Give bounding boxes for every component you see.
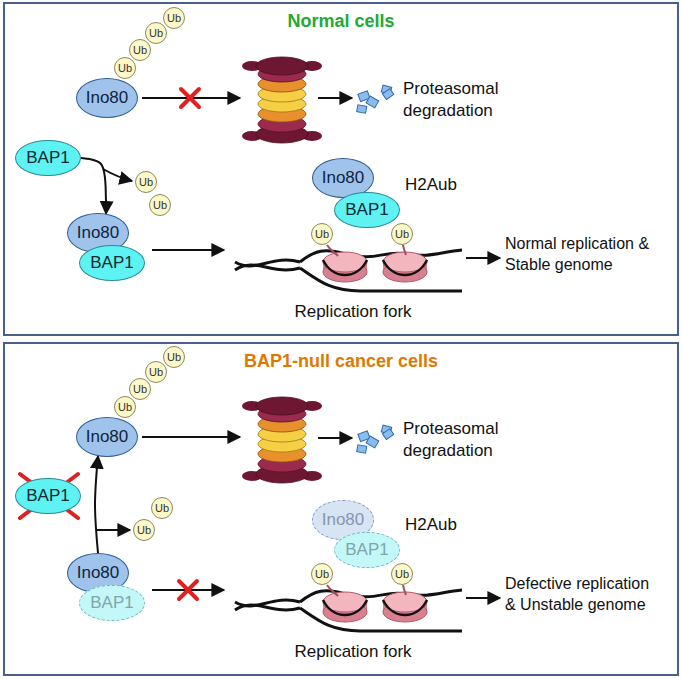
ubiquitin: Ub xyxy=(133,519,155,541)
protein-name: Ub xyxy=(395,228,409,240)
protein-name: Ub xyxy=(139,176,153,188)
arrows xyxy=(97,98,500,598)
arrow xyxy=(142,436,240,438)
annotation-label: Proteasomal degradation xyxy=(403,78,521,122)
ubiquitin: Ub xyxy=(163,346,185,368)
ino80-protein: Ino80 xyxy=(76,417,138,457)
arrow xyxy=(318,97,352,99)
arrow xyxy=(466,257,500,259)
protein-name: BAP1 xyxy=(26,149,69,168)
protein-name: Ub xyxy=(118,401,132,413)
ubiquitin: Ub xyxy=(151,497,173,519)
arrow xyxy=(466,597,500,599)
ubiquitin: Ub xyxy=(391,223,413,245)
protein-name: Ub xyxy=(118,62,132,74)
peptide-fragments xyxy=(357,85,394,113)
panel: BAP1-null cancer cellsIno80UbUbUbUbBAP1U… xyxy=(3,342,679,676)
protein-name: Ino80 xyxy=(77,224,120,243)
ubiquitin: Ub xyxy=(163,7,185,29)
bap1-protein: BAP1 xyxy=(15,478,81,514)
protein-name: Ino80 xyxy=(322,169,365,188)
peptide-fragments xyxy=(357,425,394,453)
ubiquitin: Ub xyxy=(145,361,167,383)
arrow xyxy=(152,249,224,251)
panel: Normal cellsIno80UbUbUbUbBAP1UbUbIno80BA… xyxy=(3,2,679,336)
protein-name: Ino80 xyxy=(322,511,365,530)
ino80-protein: Ino80 xyxy=(76,78,138,118)
bap1-protein: BAP1 xyxy=(15,140,81,176)
replication-fork xyxy=(235,245,462,291)
protein-name: BAP1 xyxy=(90,254,133,273)
annotation-label: Replication fork xyxy=(294,301,411,323)
protein-name: Ub xyxy=(149,366,163,378)
protein-name: BAP1 xyxy=(26,487,69,506)
ubiquitin: Ub xyxy=(149,194,171,216)
protein-name: Ino80 xyxy=(77,564,120,583)
ubiquitin: Ub xyxy=(114,396,136,418)
proteasome xyxy=(242,397,322,483)
protein-name: Ub xyxy=(153,199,167,211)
ubiquitin: Ub xyxy=(129,378,151,400)
proteasome xyxy=(242,57,322,143)
protein-name: Ub xyxy=(315,228,329,240)
protein-name: BAP1 xyxy=(345,201,388,220)
panel-title: BAP1-null cancer cells xyxy=(244,352,438,372)
protein-name: Ub xyxy=(395,568,409,580)
block-mark xyxy=(20,89,199,599)
arrow xyxy=(318,437,352,439)
ubiquitin: Ub xyxy=(135,171,157,193)
protein-name: Ub xyxy=(167,351,181,363)
annotation-label: H2Aub xyxy=(405,174,457,196)
arrow xyxy=(97,529,130,531)
process-arrow xyxy=(81,158,106,214)
protein-name: Ub xyxy=(149,27,163,39)
annotation-label: H2Aub xyxy=(405,514,457,536)
ubiquitin: Ub xyxy=(311,563,333,585)
ubiquitin: Ub xyxy=(145,22,167,44)
ubiquitin: Ub xyxy=(311,223,333,245)
replication-fork xyxy=(235,585,462,631)
annotation-label: Proteasomal degradation xyxy=(403,418,521,462)
bap1-protein-absent: BAP1 xyxy=(334,532,400,568)
bap1-protein: BAP1 xyxy=(79,245,145,281)
bap1-protein: BAP1 xyxy=(334,192,400,228)
annotation-label: Defective replication & Unstable genome xyxy=(505,574,663,616)
panel-title: Normal cells xyxy=(287,12,394,32)
bap1-protein-absent: BAP1 xyxy=(79,585,145,621)
protein-name: Ino80 xyxy=(86,428,129,447)
protein-name: Ub xyxy=(133,383,147,395)
process-arrow xyxy=(95,456,98,553)
protein-name: Ub xyxy=(133,44,147,56)
protein-name: Ub xyxy=(167,12,181,24)
protein-name: BAP1 xyxy=(90,594,133,613)
protein-name: Ub xyxy=(137,524,151,536)
arrow xyxy=(103,169,132,181)
ubiquitin: Ub xyxy=(129,39,151,61)
protein-name: BAP1 xyxy=(345,541,388,560)
protein-name: Ub xyxy=(315,568,329,580)
ubiquitin: Ub xyxy=(114,57,136,79)
annotation-label: Replication fork xyxy=(294,641,411,663)
ubiquitin: Ub xyxy=(391,563,413,585)
protein-name: Ino80 xyxy=(86,89,129,108)
protein-name: Ub xyxy=(155,502,169,514)
annotation-label: Normal replication & Stable genome xyxy=(505,234,655,276)
